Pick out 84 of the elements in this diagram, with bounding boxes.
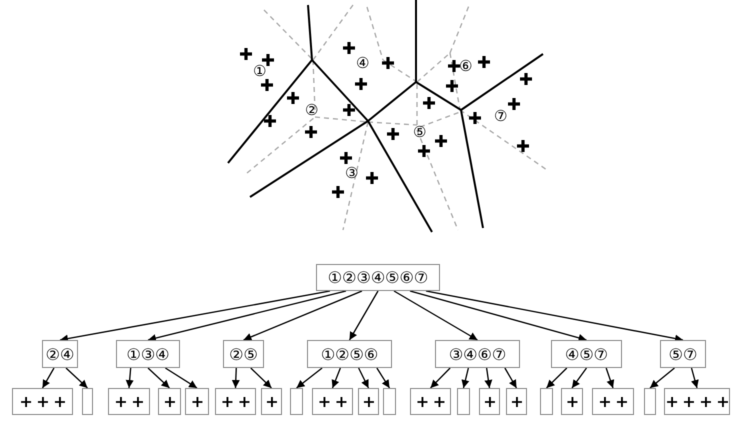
leaf-node-box [592, 388, 634, 415]
plus-marks: + + [416, 392, 446, 411]
plus-marks: + + [598, 392, 628, 411]
plus-marks: + + [220, 392, 250, 411]
arrow [66, 368, 88, 388]
plus-marks: + [163, 392, 176, 411]
arrow [42, 368, 55, 388]
site-number: ⑦ [494, 109, 508, 124]
arrow [504, 368, 518, 388]
tree-node-box [42, 340, 78, 368]
site-numbers: ①②③④⑤⑥⑦ [328, 268, 428, 287]
arrow [348, 290, 379, 340]
tree-node-box [116, 340, 180, 368]
leaf-node-box [108, 388, 150, 415]
leaf-node-box [479, 388, 500, 415]
arrow [571, 368, 588, 388]
site-number: ② [305, 103, 318, 118]
plus-marks: + [190, 392, 204, 411]
tree-node-box [307, 340, 392, 368]
leaf-node-box [158, 388, 181, 415]
arrow [426, 290, 684, 342]
leaf-node-box [215, 388, 256, 415]
arrow [148, 368, 170, 388]
arrow [394, 290, 478, 341]
leaf-node-box [664, 388, 730, 415]
plus-marks: + + [114, 392, 144, 411]
leaf-node-box [185, 388, 209, 415]
plus-marks: + + + [19, 392, 66, 411]
plus-marks: + [510, 392, 523, 411]
arrow [462, 368, 470, 388]
arrow [164, 367, 198, 389]
tree-node-box [223, 340, 264, 368]
plus-marks: + + + + [665, 392, 729, 411]
site-number: ① [253, 64, 266, 79]
plus-marks: + [362, 392, 375, 411]
arrow [332, 368, 341, 388]
site-number: ⑥ [459, 59, 472, 74]
empty-leaf-box [290, 388, 303, 415]
site-numbers: ②⑤ [229, 344, 258, 364]
leaf-node-box [561, 388, 583, 415]
arrow [243, 290, 362, 341]
plus-marks: + + [318, 392, 348, 411]
site-number: ④ [356, 56, 370, 71]
empty-leaf-box [82, 388, 93, 415]
plus-marks: + [265, 392, 278, 411]
site-number: ⑤ [413, 125, 426, 140]
plus-marks: + [566, 392, 578, 411]
arrow [358, 368, 370, 388]
arrow [430, 368, 451, 388]
arrow [546, 368, 568, 388]
arrow [296, 367, 323, 389]
arrow [60, 290, 330, 342]
arrow [606, 368, 614, 388]
leaf-node-box [312, 388, 353, 415]
empty-leaf-box [644, 388, 656, 415]
tree-node-box [316, 264, 440, 291]
site-numbers: ①③④ [126, 344, 170, 364]
site-numbers: ①②⑤⑥ [320, 344, 378, 364]
leaf-node-box [12, 388, 73, 415]
arrow [484, 368, 492, 388]
leaf-node-box [506, 388, 527, 415]
arrow [650, 368, 675, 388]
tree-node-box [660, 340, 706, 368]
arrow [232, 368, 240, 388]
site-number: ③ [345, 166, 358, 181]
leaf-node-box [410, 388, 451, 415]
site-numbers: ⑤⑦ [668, 344, 698, 364]
site-numbers: ④⑤⑦ [564, 344, 608, 364]
leaf-node-box [261, 388, 282, 415]
site-numbers: ②④ [46, 344, 74, 364]
arrow [250, 368, 272, 388]
empty-leaf-box [457, 388, 470, 415]
plus-marks: + [483, 392, 496, 411]
tree-node-box [551, 340, 622, 368]
arrow [690, 368, 699, 388]
arrow [410, 290, 587, 342]
tree-node-box [435, 340, 520, 368]
arrow [148, 290, 346, 342]
empty-leaf-box [383, 388, 396, 415]
site-numbers: ③④⑥⑦ [448, 344, 506, 364]
arrow [126, 368, 134, 388]
empty-leaf-box [540, 388, 553, 415]
arrow [376, 368, 390, 388]
leaf-node-box [358, 388, 379, 415]
